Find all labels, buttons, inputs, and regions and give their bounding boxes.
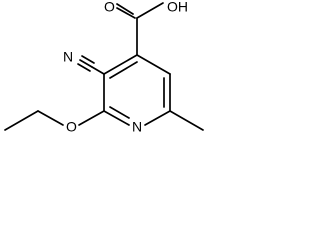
bond-c6-n1 [144,110,171,126]
carbonyl-o-label: O [104,0,115,15]
molecule-structure: N OH O N O [4,0,204,135]
bond-c3-c4 [103,54,138,75]
bond-carboxyl-o-double-b [116,3,134,15]
bond-n1-c2-inner [109,106,130,119]
bond-carboxyl-oh [136,2,164,19]
pyridine-ring [103,54,171,126]
bond-c3-nitrile [91,66,105,75]
bond-triple-2 [81,55,95,64]
nitrile-group [77,55,105,75]
bond-n1-c2 [103,110,130,126]
nitrile-n-label: N [63,49,73,65]
carboxylic-acid-group [116,2,164,56]
bond-triple-1 [79,59,93,68]
hydroxyl-label: OH [167,0,188,15]
bond-carboxyl-o-double-a [116,7,136,19]
bond-o-ch2 [37,110,64,126]
ring-n-label: N [132,119,142,135]
ethoxy-group [4,110,105,131]
bond-c4-c5 [136,54,171,75]
bond-ch2-ch3 [4,110,39,131]
bond-c3-c4-inner [109,61,138,79]
bond-triple-3 [77,63,91,72]
bond-c2-o [78,110,105,126]
bond-c6-methyl [169,110,204,131]
ether-o-label: O [66,119,77,135]
